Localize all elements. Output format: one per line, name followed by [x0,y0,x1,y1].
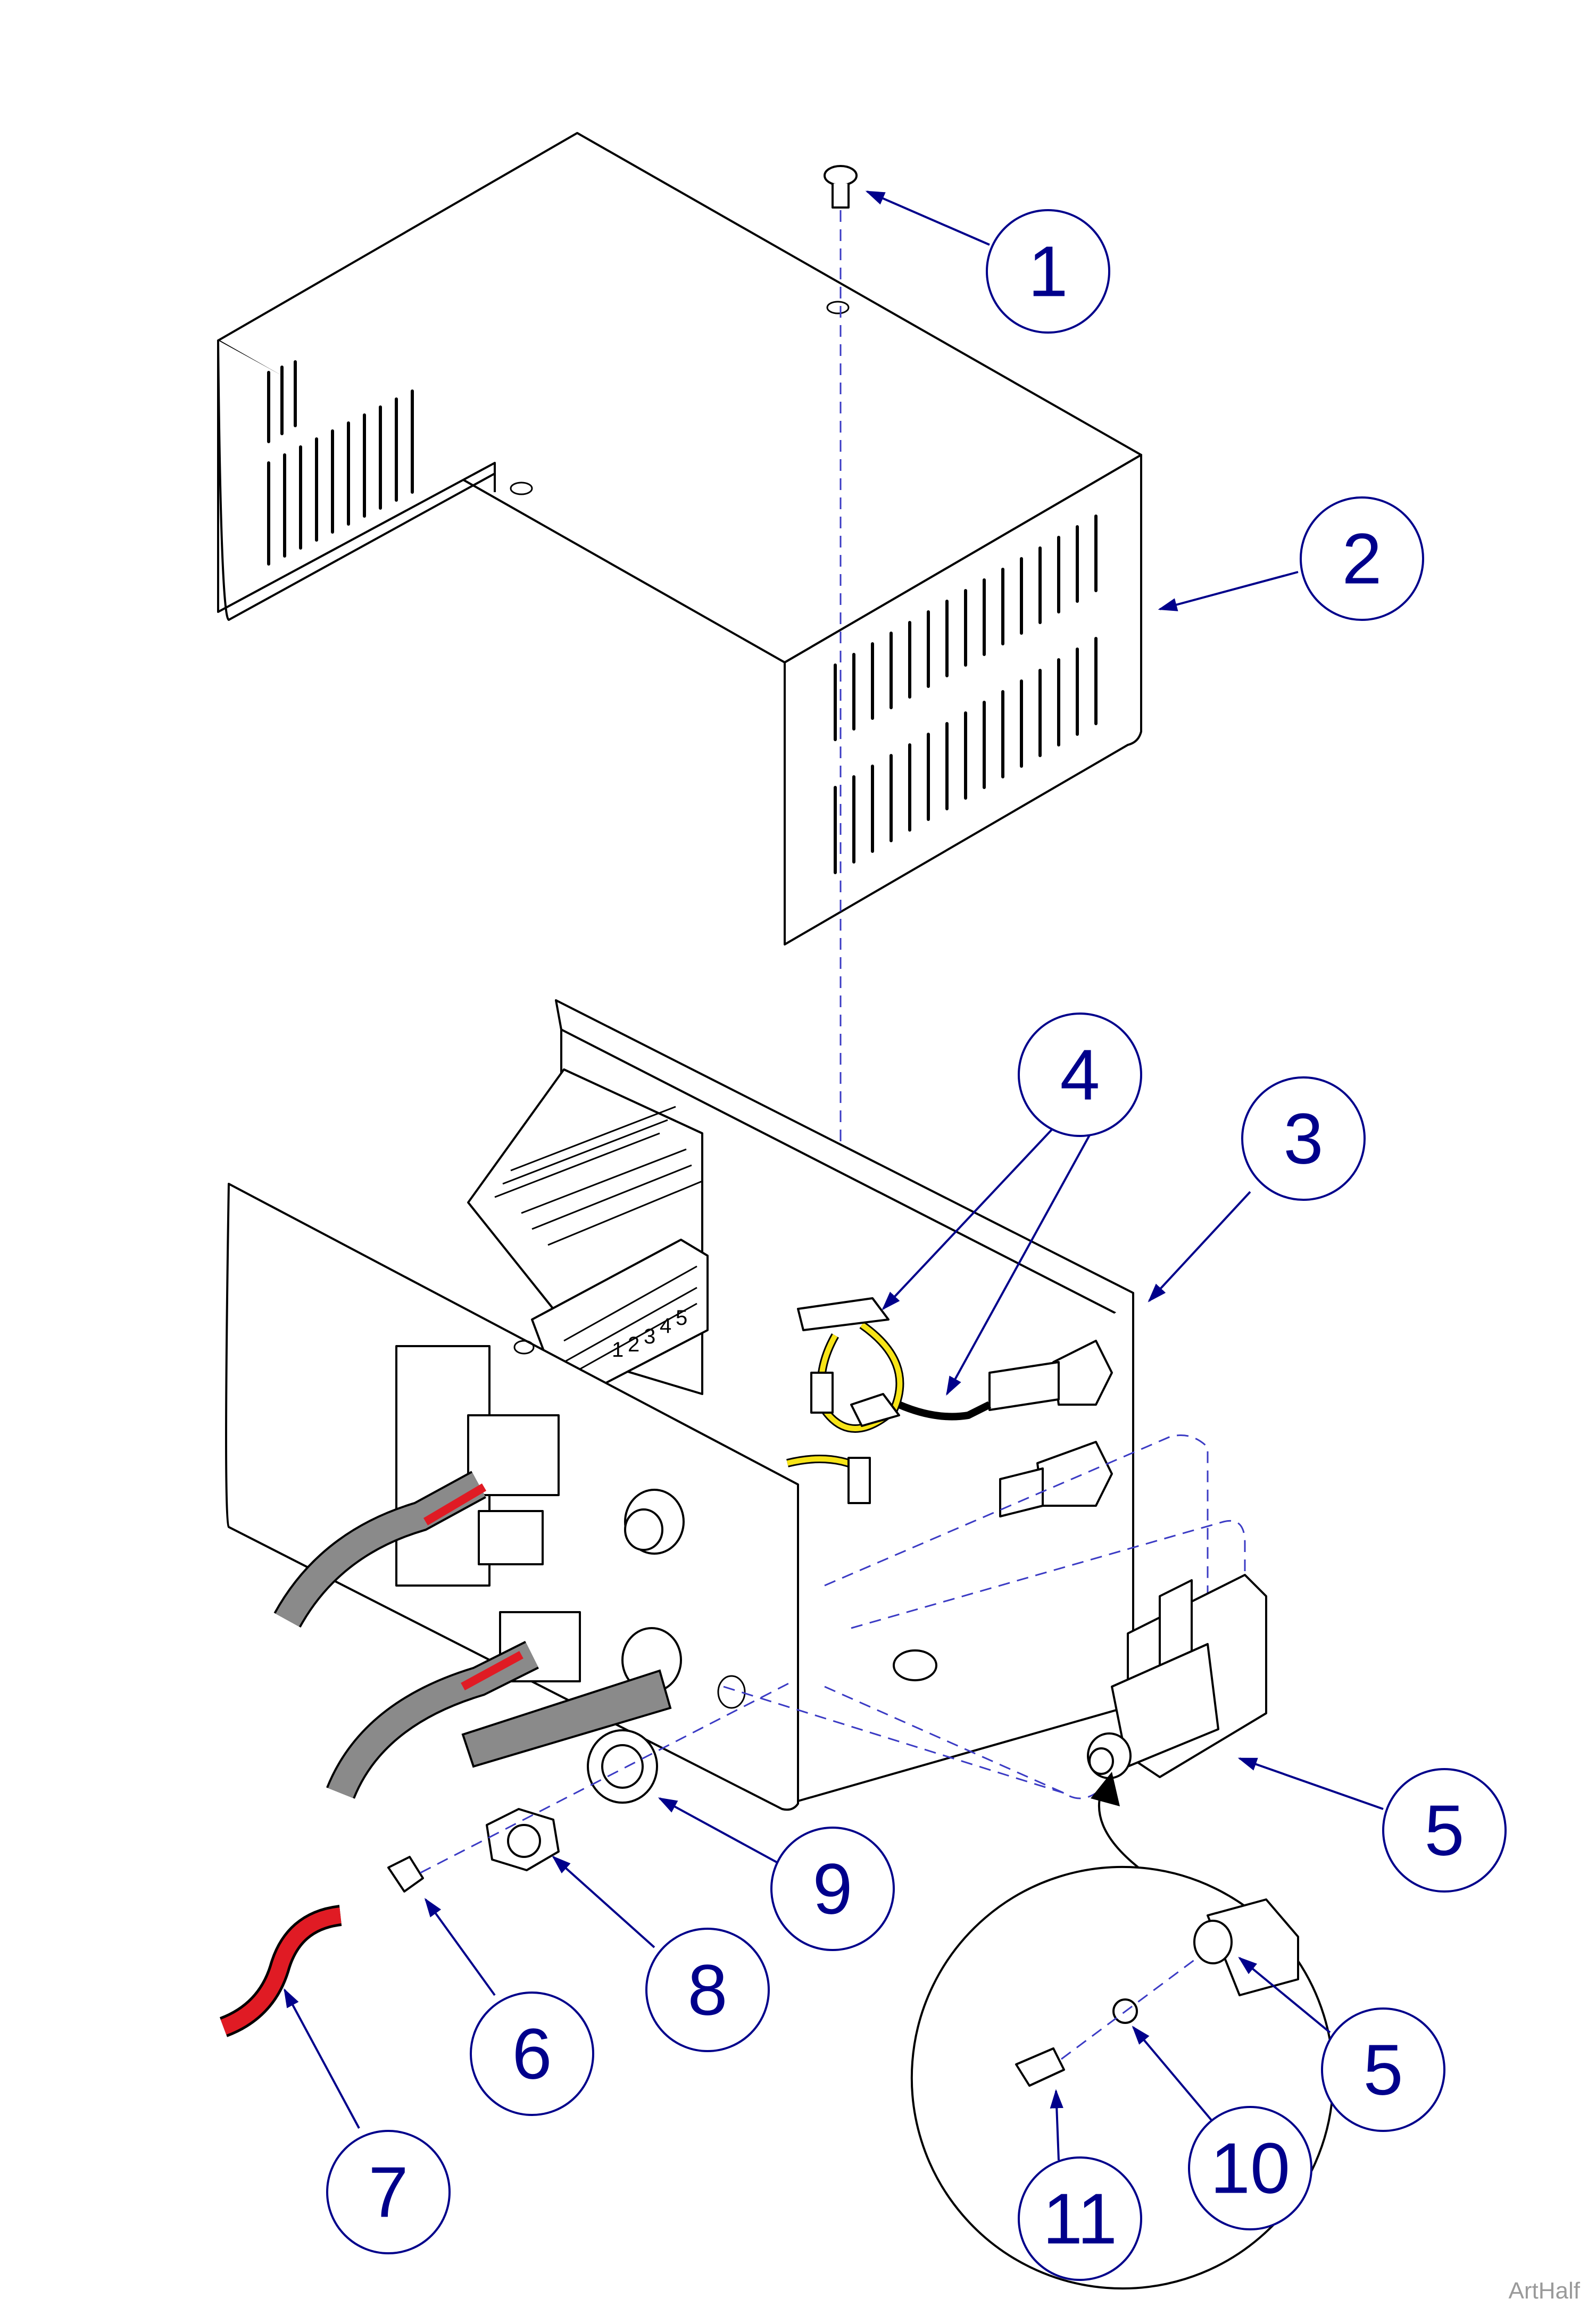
callout-leader [1050,2089,1063,2161]
callout-label: 5 [1424,1790,1464,1871]
callout-leader [1238,1956,1331,2034]
detail-alignment-line [1061,1957,1198,2060]
cover-screw-hole [826,301,850,314]
callout-leader [1158,571,1299,611]
callout-leader [882,1127,1054,1310]
chassis: 1 2 3 4 5 [225,999,1134,1811]
callout-5-detail: 5 [1321,2007,1445,2132]
hex-nut [486,1808,560,1871]
callout-3: 3 [1241,1076,1366,1201]
callout-2: 2 [1300,496,1424,621]
callout-leader [1132,2026,1219,2129]
callout-label: 2 [1342,519,1382,599]
transformer [467,1068,709,1406]
callout-label: 11 [1043,2179,1117,2259]
front-panel [225,1183,799,1811]
front-knob [624,1489,685,1555]
callouts: 1 2 3 4 5 5 [284,190,1507,2281]
barb-fitting [1015,2047,1065,2087]
terminal-numbers: 1 2 3 4 5 [612,1306,687,1362]
callout-label: 9 [812,1849,852,1929]
callout-8: 8 [645,1928,770,2052]
callout-label: 4 [1060,1035,1100,1115]
callout-6: 6 [470,1992,594,2116]
callout-1: 1 [986,209,1110,334]
callout-11: 11 [1018,2156,1142,2281]
callout-leader [552,1855,655,1948]
terminal-number: 2 [628,1333,639,1356]
cover-screw-hole [510,482,533,495]
callout-label: 5 [1363,2030,1403,2110]
callout-label: 6 [512,2014,552,2094]
panel-hole [717,1675,746,1709]
solenoid-valve [1087,1574,1267,1779]
connector-block [467,1414,560,1496]
callout-4: 4 [1018,1013,1142,1137]
callout-7: 7 [326,2130,451,2254]
cover-vent-slots-right [834,515,1098,874]
hidden-outline [723,1434,1246,1799]
terminal-number: 4 [660,1314,671,1338]
callout-10: 10 [1188,2106,1312,2230]
red-tube [219,1905,342,2037]
spade-terminal [847,1457,871,1504]
callout-leader [424,1898,496,1996]
callout-label: 8 [687,1950,727,2030]
wiring [786,1297,992,1504]
watermark: ArtHalf [1508,2278,1580,2304]
cover-vent-slots-left [267,360,414,566]
cover-shell [217,132,1142,945]
tube-fitting [387,1856,424,1893]
terminal-number: 3 [644,1325,655,1348]
callout-leader [1148,1191,1251,1302]
callout-label: 1 [1028,231,1068,312]
washer [587,1729,658,1804]
callout-leader [284,1988,360,2129]
spade-terminal [810,1372,834,1414]
fitting-alignment-line [420,1680,793,1874]
callout-leader [1237,1757,1384,1810]
callout-leader [946,1133,1092,1396]
callout-5: 5 [1382,1768,1507,1893]
callout-leader [658,1797,777,1863]
callout-label: 7 [368,2152,408,2233]
callout-label: 10 [1210,2128,1290,2209]
callout-9: 9 [770,1827,895,1951]
callout-leader [865,190,990,246]
callout-label: 3 [1283,1099,1323,1179]
floor-screw [893,1649,937,1681]
panel-screw-hole [513,1340,535,1355]
terminal-number: 5 [676,1306,687,1330]
cables [273,1471,672,1799]
detail-view [910,1772,1335,2290]
screw [824,165,858,209]
connector-block [478,1510,544,1565]
right-wall-fittings [988,1340,1113,1517]
terminal-number: 1 [612,1338,624,1362]
